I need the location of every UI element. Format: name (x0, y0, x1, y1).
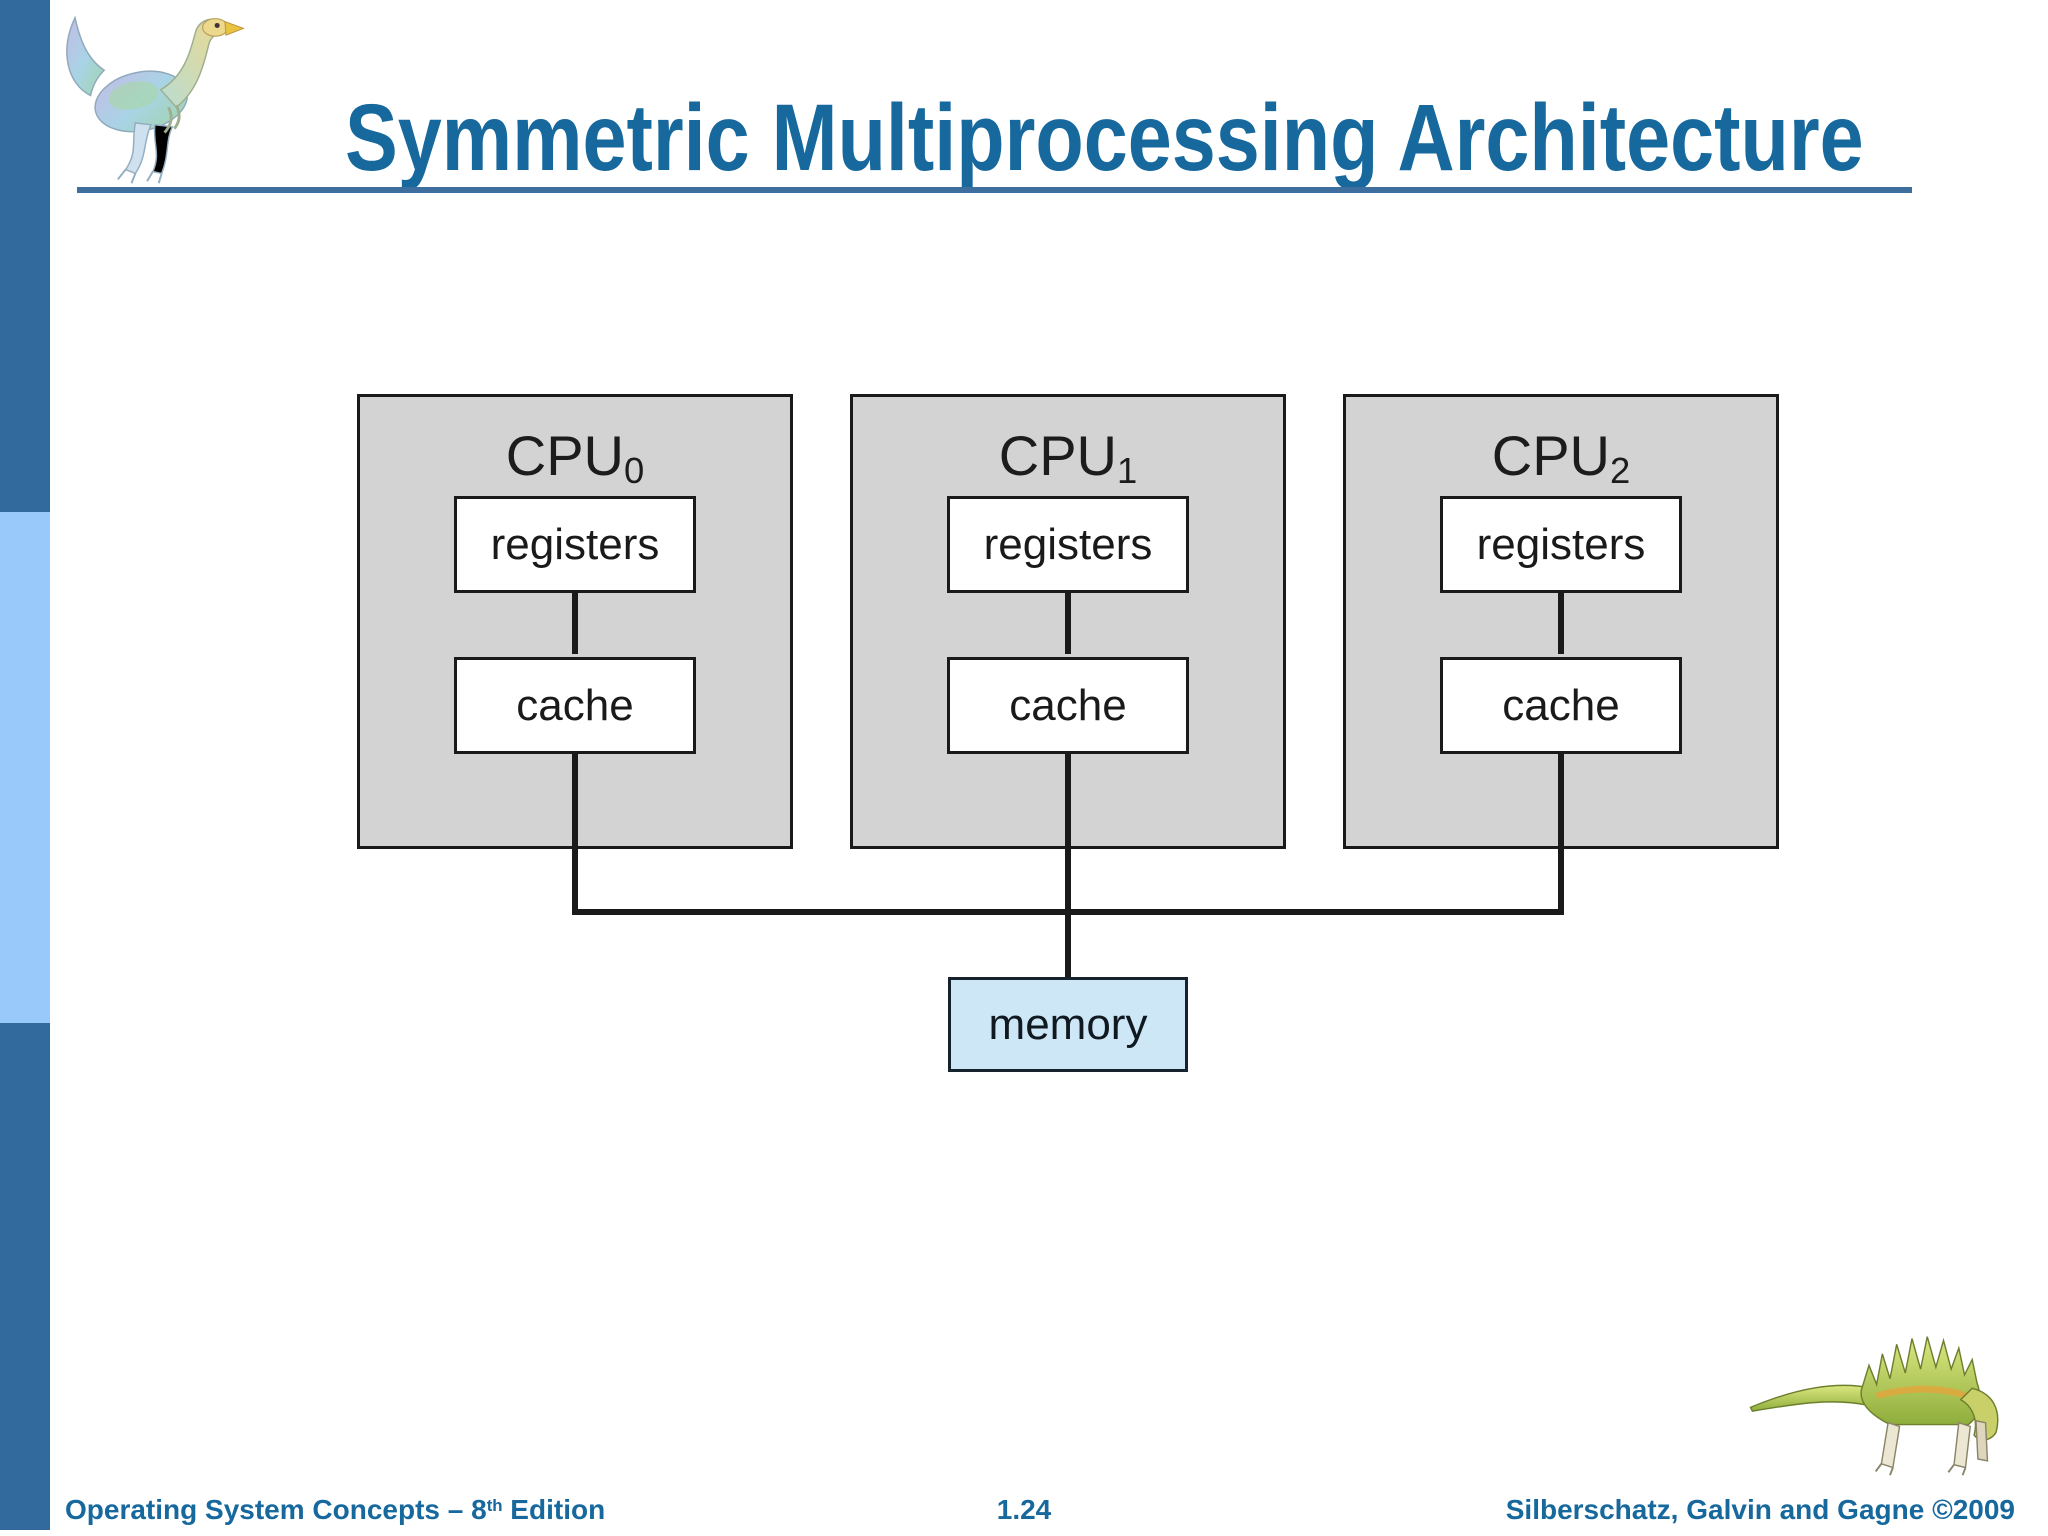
dino-tail (66, 15, 106, 97)
sidebar-bar-middle (0, 512, 50, 1023)
cache-box-1: cache (947, 657, 1189, 754)
cpu-name: CPU (998, 424, 1117, 487)
bus-line (572, 909, 1564, 915)
page-title: Symmetric Multiprocessing Architecture (345, 91, 1872, 186)
registers-box-1: registers (947, 496, 1189, 593)
page-number: 1.24 (996, 1494, 1052, 1525)
cache-box-2: cache (1440, 657, 1682, 754)
footer-book-title: Operating System Concepts – 8th Edition (65, 1494, 605, 1526)
cpu-name: CPU (505, 424, 624, 487)
dino-hind-leg-2 (151, 123, 174, 175)
cpu-subscript: 0 (623, 450, 645, 491)
title-underline (77, 187, 1912, 193)
dino-hind-leg (1880, 1421, 1901, 1469)
connector-registers-cache-1 (1065, 590, 1071, 654)
dino-eye (214, 22, 220, 29)
dino-claws (1874, 1463, 1967, 1476)
dino-body-sail (1860, 1336, 1981, 1426)
memory-box: memory (948, 977, 1188, 1072)
cpu-subscript: 1 (1116, 450, 1138, 491)
footer-book-title-prefix: Operating System Concepts – 8 (65, 1494, 487, 1525)
page-title-text: Symmetric Multiprocessing Architecture (345, 85, 1864, 191)
connector-bus-memory (1065, 915, 1071, 977)
connector-cache-bus-2 (1558, 751, 1564, 915)
sidebar-bar-top (0, 0, 50, 512)
dino-head (201, 18, 229, 37)
dinosaur-image-bottom (1749, 1336, 1999, 1476)
registers-box-2: registers (1440, 496, 1682, 593)
cpu-subscript: 2 (1609, 450, 1631, 491)
registers-box-0: registers (454, 496, 696, 593)
cpu-label-1: CPU1 (853, 423, 1283, 492)
dino-tail (1749, 1384, 1874, 1412)
dino-beak (224, 20, 245, 36)
cpu-name: CPU (1491, 424, 1610, 487)
footer-authors: Silberschatz, Galvin and Gagne ©2009 (1505, 1494, 2015, 1525)
footer-book-title-superscript: th (486, 1496, 503, 1516)
cpu-label-0: CPU0 (360, 423, 790, 492)
connector-registers-cache-2 (1558, 590, 1564, 654)
footer-book-title-suffix: Edition (502, 1494, 606, 1525)
dino-front-leg-2 (1975, 1419, 1989, 1462)
connector-cache-bus-0 (572, 751, 578, 915)
dino-feet (117, 168, 163, 184)
cache-box-0: cache (454, 657, 696, 754)
dinosaur-image-top (66, 15, 245, 184)
connector-registers-cache-0 (572, 590, 578, 654)
dino-arms (163, 104, 181, 134)
dino-front-leg (1953, 1421, 1972, 1469)
connector-cache-bus-1 (1065, 751, 1071, 915)
cpu-label-2: CPU2 (1346, 423, 1776, 492)
sidebar-bar-bottom (0, 1023, 50, 1530)
